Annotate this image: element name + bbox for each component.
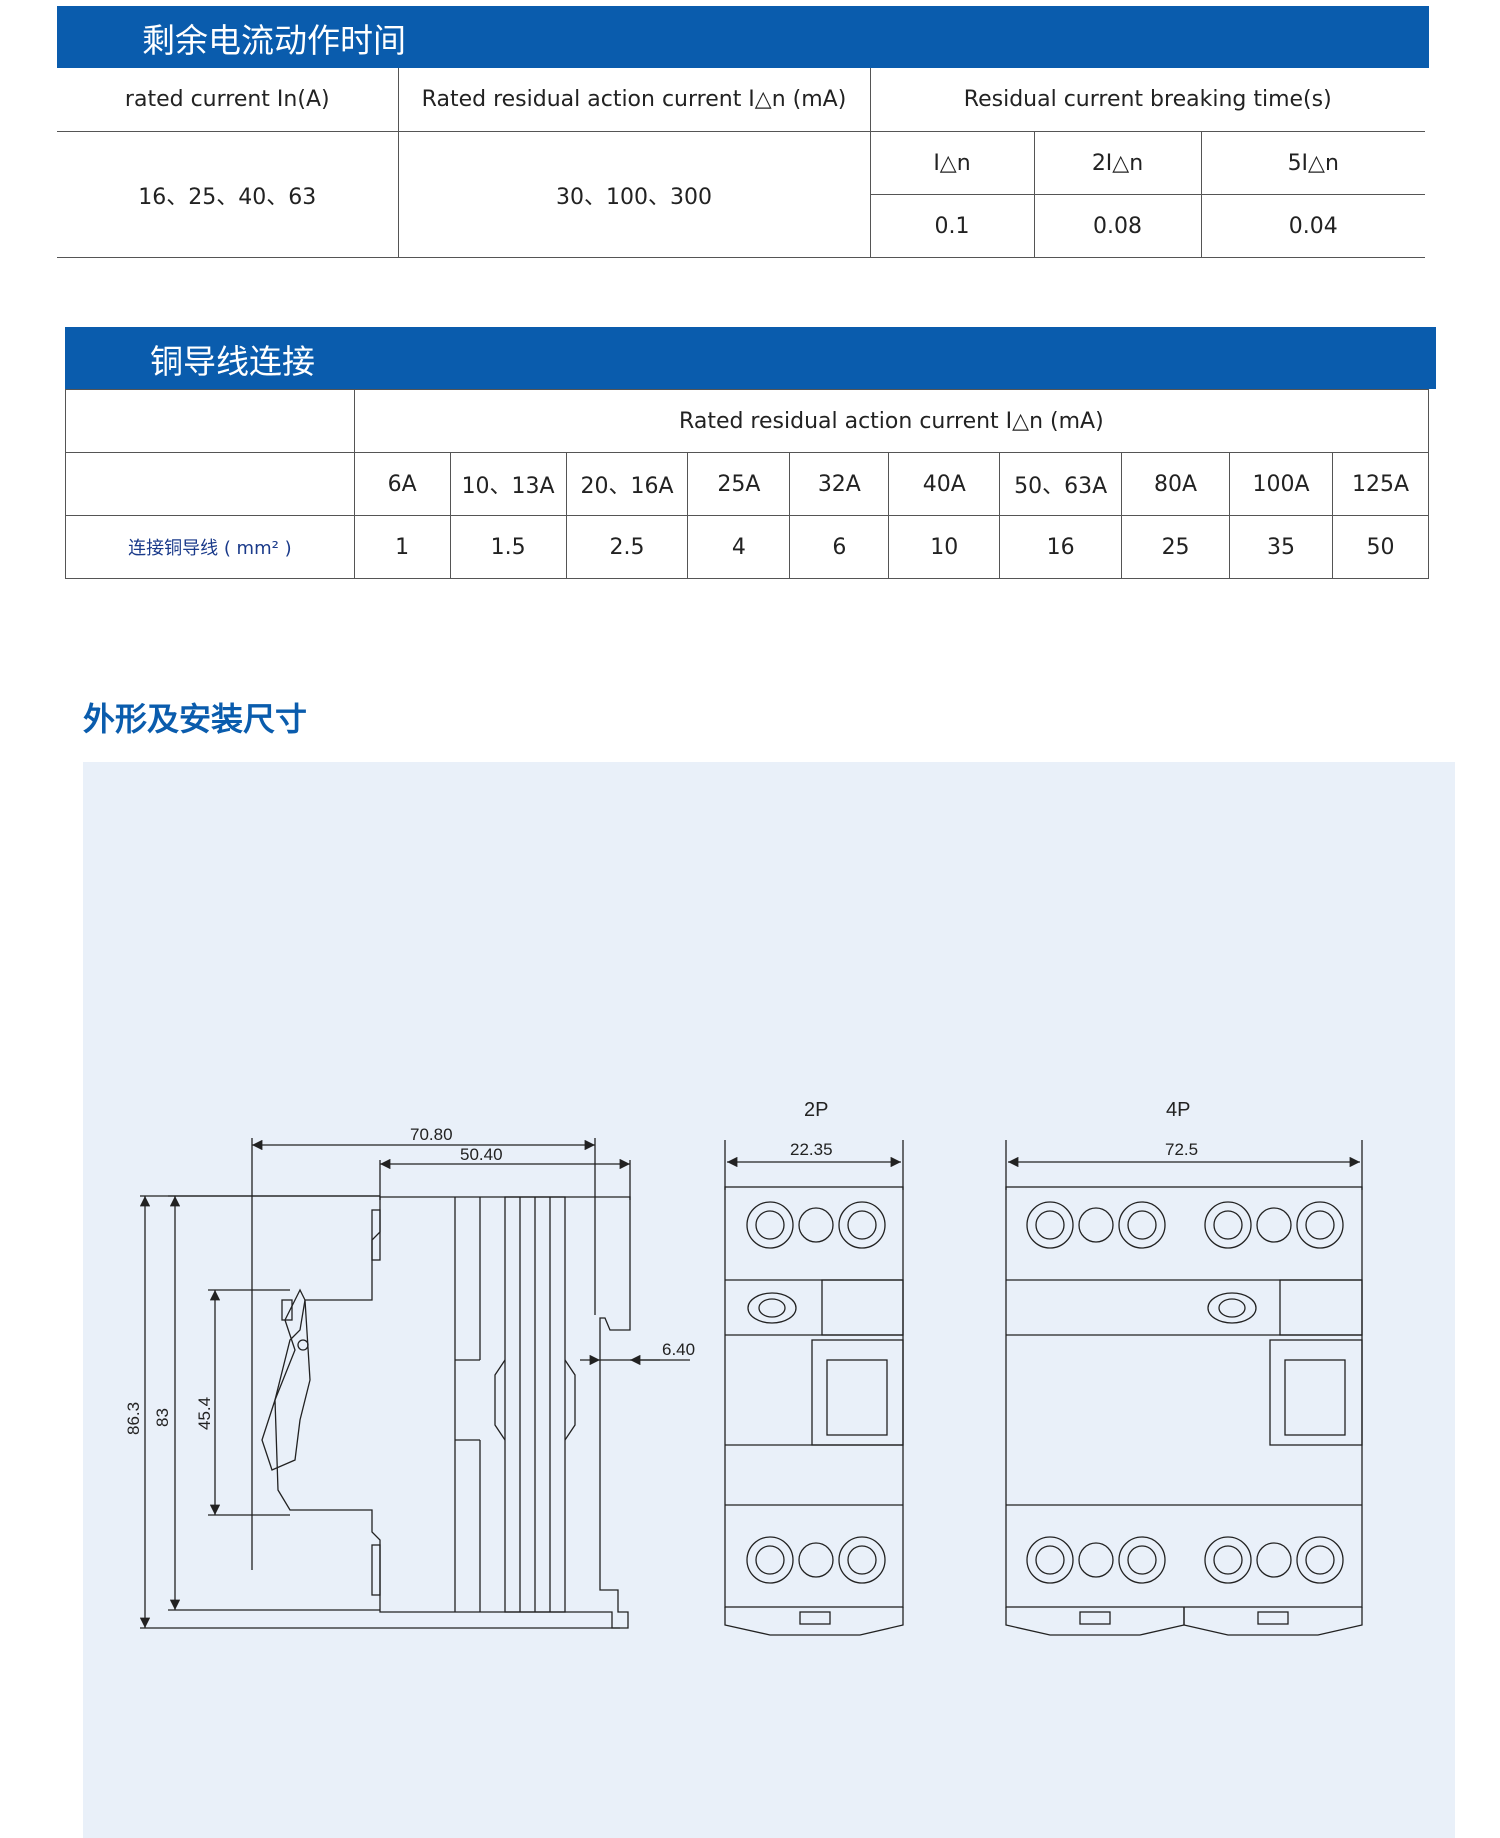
wire-size-cell: 4 [687, 515, 791, 579]
front-view-2p [724, 1140, 904, 1636]
current-cell: 32A [789, 452, 890, 516]
wire-size-cell: 2.5 [565, 515, 689, 579]
wire-size-cell: 35 [1229, 515, 1333, 579]
header-rated-current: rated current In(A) [57, 68, 399, 132]
section1-title: 剩余电流动作时间 [142, 21, 406, 60]
residual-time-table: rated current In(A) Rated residual actio… [57, 68, 1425, 258]
dim-86-3: 86.3 [124, 1402, 143, 1435]
time-value-2: 0.08 [1034, 194, 1202, 258]
section2-title: 铜导线连接 [150, 342, 315, 381]
current-cell: 80A [1121, 452, 1231, 516]
wire-size-cell: 1 [353, 515, 451, 579]
current-cell: 25A [687, 452, 791, 516]
empty-corner [65, 452, 355, 516]
header-breaking-time: Residual current breaking time(s) [870, 68, 1425, 132]
dim-50-40: 50.40 [460, 1145, 503, 1164]
time-value-1: 0.1 [870, 194, 1035, 258]
dim-72-5: 72.5 [1165, 1140, 1198, 1159]
dim-22-35: 22.35 [790, 1140, 833, 1159]
dim-6-40: 6.40 [662, 1340, 695, 1359]
residual-current-values: 30、100、300 [398, 131, 871, 258]
wire-size-cell: 6 [789, 515, 890, 579]
dimensions-title: 外形及安装尺寸 [83, 700, 308, 738]
wire-size-label: 连接铜导线 ( mm² ) [65, 515, 355, 579]
copper-table-header: Rated residual action current I△n (mA) [353, 389, 1430, 453]
current-cell: 100A [1229, 452, 1333, 516]
copper-wire-table: Rated residual action current I△n (mA) 6… [65, 389, 1430, 579]
current-cell: 40A [888, 452, 1001, 516]
dim-83: 83 [153, 1408, 172, 1427]
header-residual-current: Rated residual action current I△n (mA) [398, 68, 871, 132]
wire-size-cell: 50 [1331, 515, 1430, 579]
dim-45-4: 45.4 [195, 1397, 214, 1430]
label-4p: 4P [1166, 1099, 1190, 1121]
time-value-3: 0.04 [1288, 213, 1338, 239]
rated-current-values: 16、25、40、63 [57, 131, 399, 258]
side-view [139, 1138, 690, 1629]
wire-size-cell: 16 [999, 515, 1123, 579]
front-view-4p [1005, 1140, 1363, 1636]
current-cell: 125A [1331, 452, 1430, 516]
time-header-2: 2I△n [1034, 131, 1202, 195]
wire-size-cell: 1.5 [449, 515, 567, 579]
wire-size-cell: 10 [888, 515, 1001, 579]
time-header-1: I△n [870, 131, 1035, 195]
section2-banner: 铜导线连接 [65, 327, 1436, 389]
label-2p: 2P [804, 1099, 828, 1121]
empty-corner-top [65, 389, 355, 453]
time-header-3: 5I△n [1201, 131, 1425, 195]
dim-70-80: 70.80 [410, 1125, 453, 1144]
section1-banner: 剩余电流动作时间 [57, 6, 1429, 68]
current-cell: 20、16A [565, 452, 689, 516]
current-cell: 10、13A [449, 452, 567, 516]
